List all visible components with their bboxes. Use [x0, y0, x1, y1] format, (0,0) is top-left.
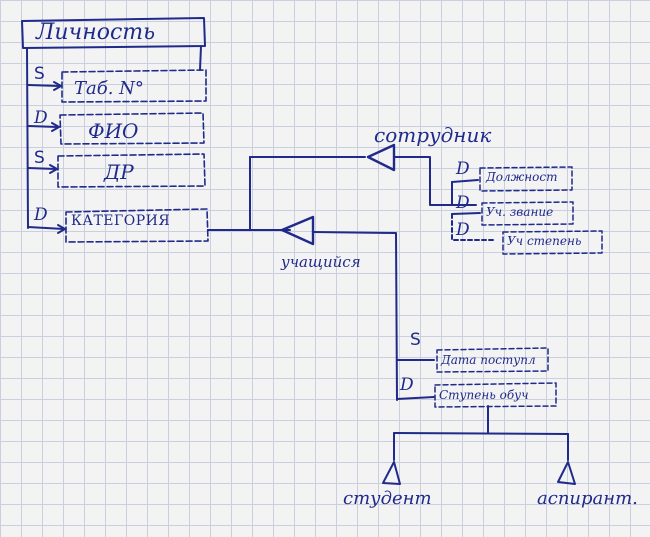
- aspirant-triangle: [557, 461, 576, 485]
- link-category: [27, 226, 65, 230]
- attr-zvan-label: Уч. звание: [486, 205, 554, 219]
- attr-box-stepen: [502, 230, 603, 255]
- attr-box-stupen: [434, 382, 557, 408]
- attr-box-zvan: [481, 201, 574, 226]
- person-title-box: [21, 17, 206, 49]
- link-fio: [27, 125, 59, 128]
- emp-link-zvan: [451, 212, 481, 215]
- marker-dolzh: D: [456, 159, 470, 179]
- entity-person-title: Личность: [36, 20, 156, 45]
- attr-box-dr: [57, 153, 206, 188]
- attr-box-tab: [61, 69, 207, 103]
- learner-triangle: [280, 215, 315, 246]
- attr-data-label: Дата поступл: [441, 353, 536, 367]
- subtype-aspirant-label: аспирант.: [537, 488, 638, 509]
- marker-data: S: [410, 330, 421, 350]
- link-dr: [27, 167, 57, 170]
- marker-tab: S: [34, 64, 45, 84]
- arrow-dr: [49, 164, 58, 174]
- learner-link-stupen: [396, 396, 435, 400]
- marker-category: D: [34, 205, 48, 225]
- attr-stepen-label: Уч степень: [507, 234, 582, 248]
- attr-box-dolzh: [479, 166, 573, 192]
- attr-stupen-label: Ступень обуч: [439, 388, 529, 402]
- attr-dolzh-label: Должност: [486, 170, 558, 184]
- subtype-employee-title: сотрудник: [374, 123, 492, 147]
- attr-box-fio: [59, 112, 205, 145]
- link-tab: [27, 84, 61, 87]
- subtype-student-label: студент: [343, 488, 432, 509]
- arrow-tab: [53, 81, 62, 91]
- attr-box-category: [65, 208, 209, 243]
- emp-link-dolzh: [451, 179, 479, 183]
- attr-fio-label: ФИО: [88, 119, 139, 143]
- arrow-fio: [51, 122, 60, 132]
- attr-category-label: КАТЕГОРИЯ: [71, 213, 171, 229]
- student-triangle: [382, 461, 401, 485]
- subtype-learner-title: учащийся: [281, 253, 361, 271]
- marker-dr: S: [34, 148, 45, 168]
- attr-dr-label: ДР: [104, 160, 134, 184]
- person-left-bar: [26, 47, 29, 229]
- arrow-category: [57, 224, 66, 234]
- learner-to-bus: [312, 231, 398, 401]
- marker-zvan: D: [456, 193, 470, 213]
- marker-stupen: D: [400, 375, 414, 395]
- person-right-bar: [199, 45, 202, 71]
- subtype-bus: [393, 432, 569, 435]
- attr-tab-label: Таб. N°: [74, 78, 144, 99]
- emp-link-stepen: [451, 213, 497, 241]
- employee-triangle: [366, 143, 396, 172]
- attr-box-data: [436, 347, 549, 373]
- marker-stepen: D: [456, 220, 470, 240]
- marker-fio: D: [34, 108, 48, 128]
